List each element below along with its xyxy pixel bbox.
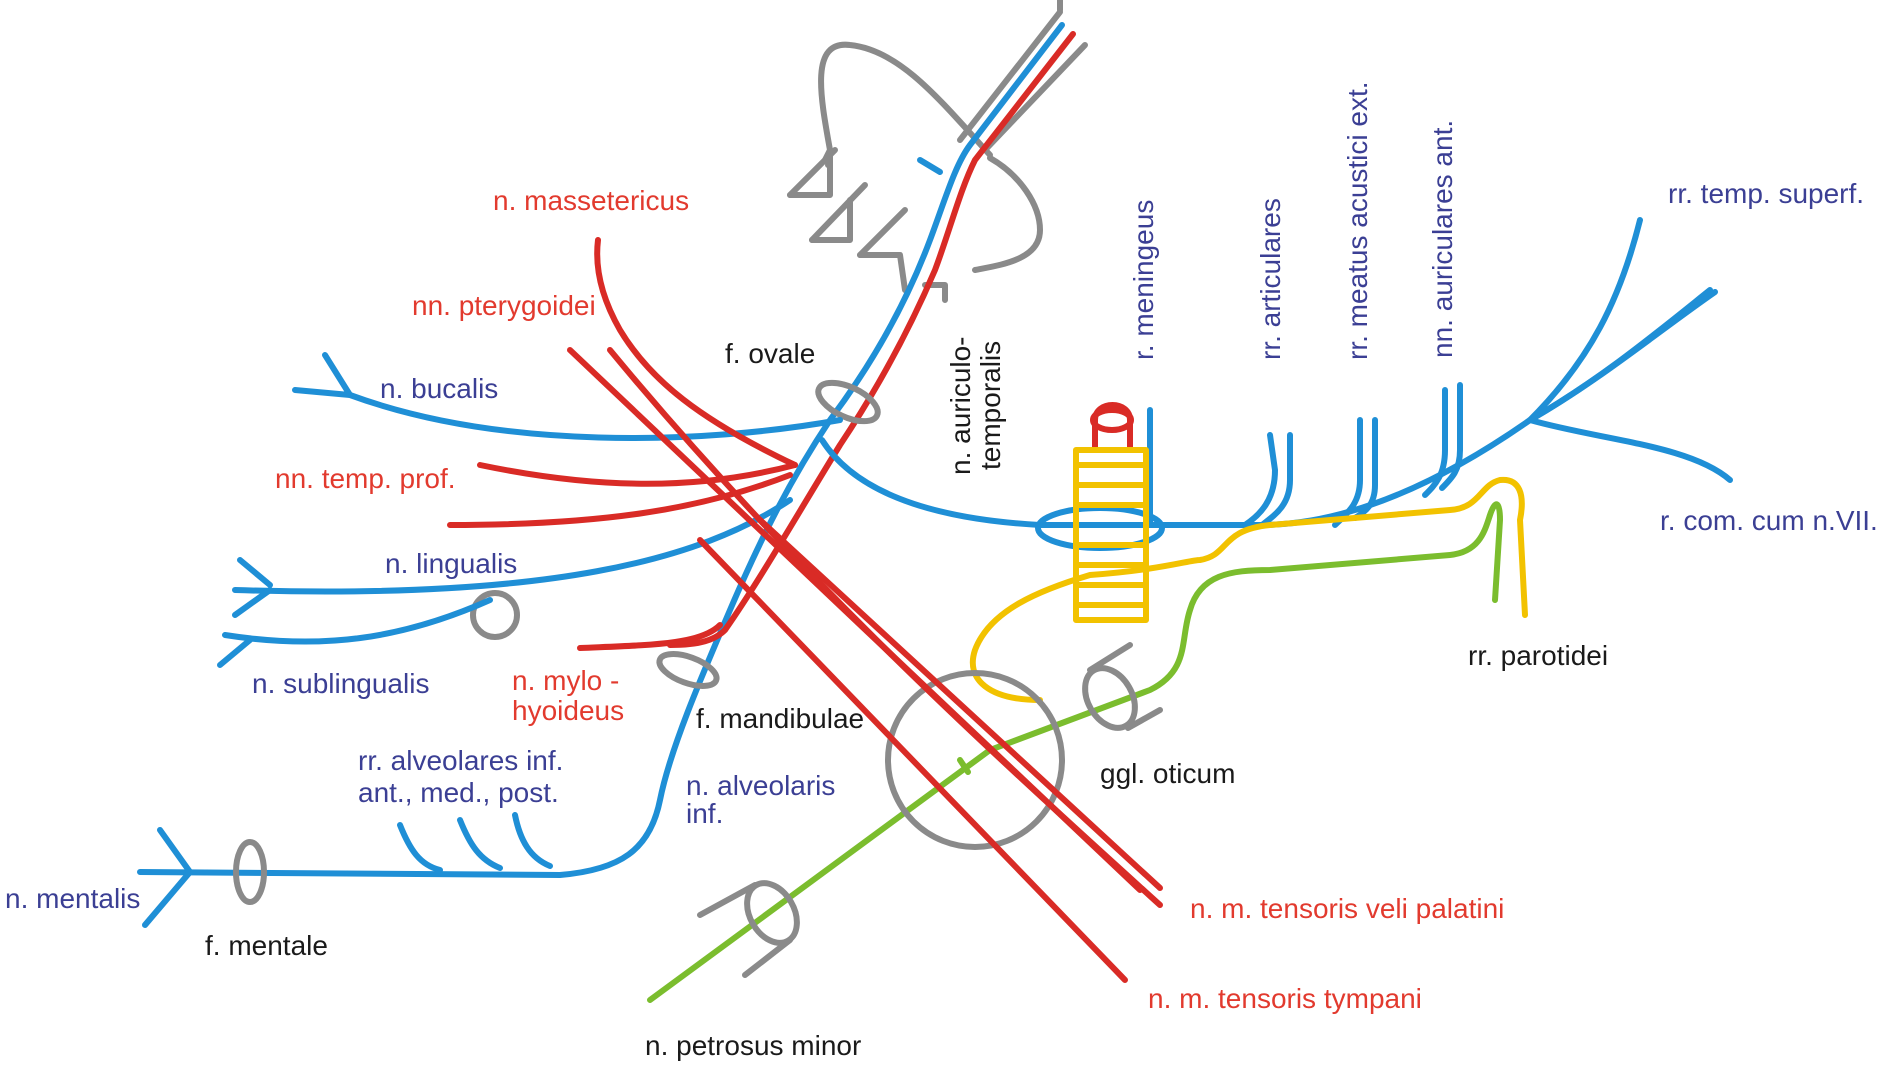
label-meningeus: r. meningeus bbox=[1128, 200, 1159, 360]
sensory-root bbox=[140, 25, 1062, 875]
label-alveolaris-1: n. alveolaris bbox=[686, 770, 835, 801]
label-mentalis: n. mentalis bbox=[5, 883, 140, 914]
label-petrosus: n. petrosus minor bbox=[645, 1030, 861, 1061]
sublingual-nerve-fork bbox=[220, 640, 250, 665]
label-alv-inf-2: ant., med., post. bbox=[358, 777, 559, 808]
mental-nerve-fork bbox=[145, 830, 190, 925]
label-mylo-2: hyoideus bbox=[512, 695, 624, 726]
label-tensor-veli: n. m. tensoris veli palatini bbox=[1190, 893, 1504, 924]
buccal-nerve bbox=[295, 390, 840, 438]
label-oticum: ggl. oticum bbox=[1100, 758, 1235, 789]
label-sublingualis: n. sublingualis bbox=[252, 668, 429, 699]
label-pterygoid: nn. pterygoidei bbox=[412, 290, 596, 321]
ganglion-cell-stem bbox=[920, 160, 940, 172]
sublingual-nerve bbox=[225, 600, 490, 642]
label-com-cum: r. com. cum n.VII. bbox=[1660, 505, 1878, 536]
label-auric-1: n. auriculo- bbox=[945, 336, 976, 475]
label-bucalis: n. bucalis bbox=[380, 373, 498, 404]
com-cum-branch bbox=[1530, 420, 1730, 480]
image-fragment bbox=[390, 0, 900, 6]
label-auriculares: nn. auriculares ant. bbox=[1427, 120, 1458, 358]
label-mentale: f. mentale bbox=[205, 930, 328, 961]
label-lingualis: n. lingualis bbox=[385, 548, 517, 579]
alveolar-branches bbox=[400, 815, 550, 870]
articular-branches bbox=[1245, 435, 1290, 525]
buccal-nerve-branch bbox=[325, 355, 350, 395]
label-alveolaris-2: inf. bbox=[686, 798, 723, 829]
canal-petrosus bbox=[700, 874, 807, 975]
temp-superf-branch bbox=[1530, 220, 1640, 420]
label-tensor-tymp: n. m. tensoris tympani bbox=[1148, 983, 1422, 1014]
label-meatus: rr. meatus acustici ext. bbox=[1342, 81, 1373, 360]
label-ovale: f. ovale bbox=[725, 338, 815, 369]
label-mylo-1: n. mylo - bbox=[512, 665, 619, 696]
label-masseter: n. massetericus bbox=[493, 185, 689, 216]
label-temp-prof: nn. temp. prof. bbox=[275, 463, 456, 494]
label-alv-inf-1: rr. alveolares inf. bbox=[358, 745, 563, 776]
label-mandibulae: f. mandibulae bbox=[696, 703, 864, 734]
label-auric-2: temporalis bbox=[975, 341, 1006, 470]
label-parotidei: rr. parotidei bbox=[1468, 640, 1608, 671]
label-articulares: rr. articulares bbox=[1255, 198, 1286, 360]
temp-superf-branch-2 bbox=[1530, 292, 1715, 420]
temp-prof-nerve-1 bbox=[480, 465, 795, 484]
submandibular-ganglion bbox=[473, 593, 517, 637]
label-temp-superf: rr. temp. superf. bbox=[1668, 178, 1864, 209]
